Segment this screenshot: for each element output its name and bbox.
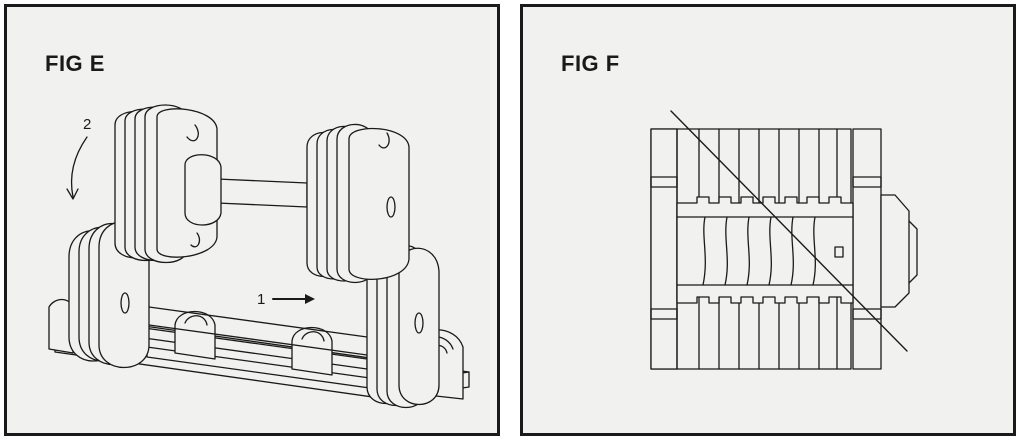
figure-f-title: FIG F <box>561 51 620 76</box>
strike-through-line <box>670 110 908 352</box>
right-plate-stack-cradle <box>366 244 440 409</box>
step-2-label: 2 <box>83 116 91 133</box>
figure-e-title: FIG E <box>45 51 105 76</box>
dial-assembly-top-view <box>650 128 918 370</box>
curved-arrow-down-icon <box>70 136 88 198</box>
figure-e-panel: FIG E <box>4 4 500 436</box>
dumbbell-on-cradle-illustration: 2 1 <box>48 104 470 409</box>
step-1-indicator: 1 <box>257 291 315 308</box>
step-2-indicator: 2 <box>66 116 91 200</box>
lifted-dumbbell <box>114 104 410 283</box>
incorrect-dial-top-view-illustration <box>650 110 918 370</box>
figure-f-panel: FIG F <box>520 4 1016 436</box>
step-1-label: 1 <box>257 291 265 308</box>
